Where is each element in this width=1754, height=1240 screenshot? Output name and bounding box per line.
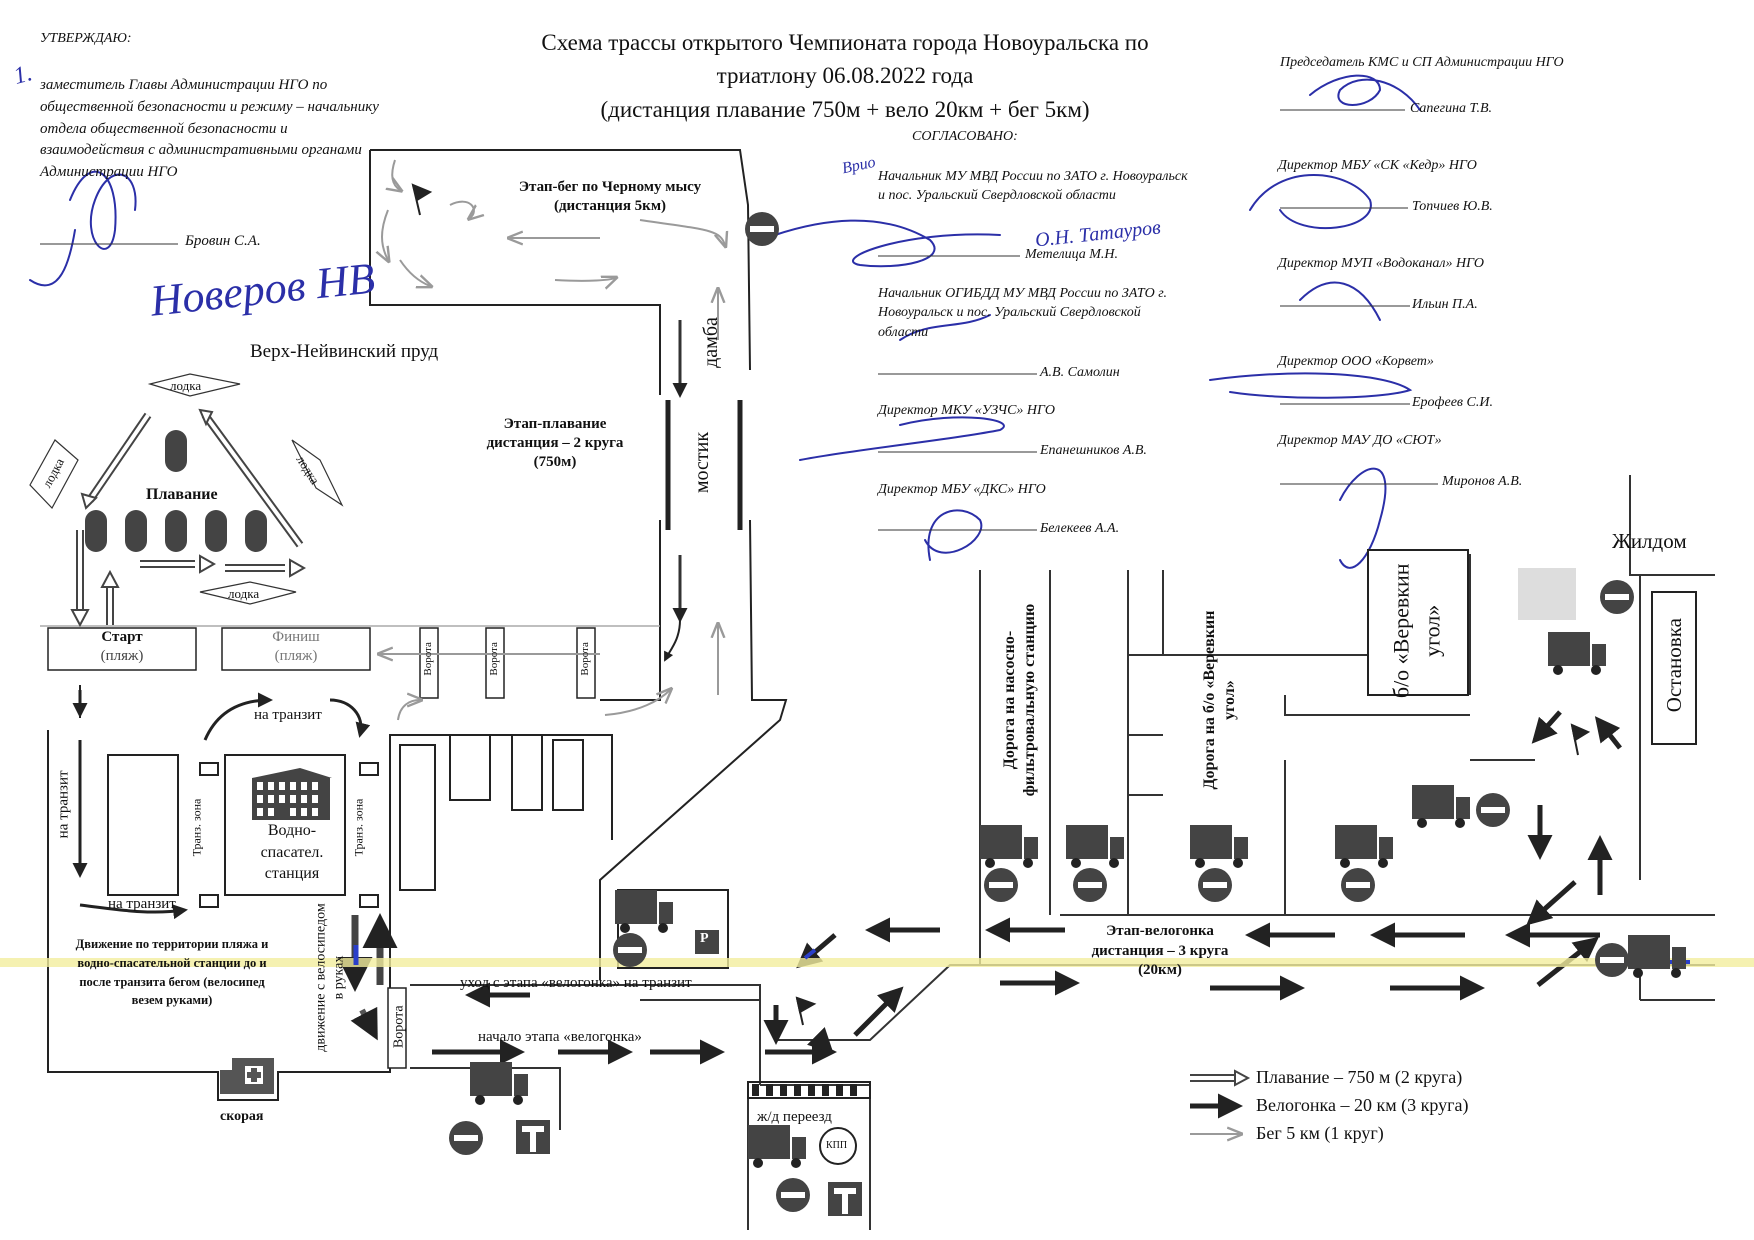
start-text: Старт	[101, 629, 143, 645]
ambulance-label: скорая	[220, 1109, 264, 1124]
to-transit-vertical: на транзит	[55, 770, 72, 839]
agreed-right-2-name: Ильин П.А.	[1412, 297, 1478, 312]
bridge-label: мостик	[691, 431, 714, 494]
start-label: Старт (пляж)	[48, 628, 196, 666]
finish-sub-text: (пляж)	[274, 647, 318, 664]
finish-text: Финиш	[272, 629, 320, 645]
start-box	[47, 627, 197, 671]
road-base-label: Дорога на б/о «Веревкин угол»	[1201, 610, 1238, 790]
start-sub-text: (пляж)	[100, 647, 144, 664]
bike-stage-distance: дистанция – 3 круга	[1091, 942, 1229, 959]
approve-position: заместитель Главы Администрации НГО по о…	[40, 77, 379, 180]
agreed-right-4-position: Директор МАУ ДО «СЮТ»	[1278, 433, 1442, 448]
agreed-right-3-position: Директор ООО «Корвет»	[1278, 354, 1434, 369]
start-bike-label: начало этапа «велогонка»	[478, 1029, 642, 1045]
swim-stage-label: Этап-плавание дистанция – 2 круга (750м)	[486, 416, 624, 470]
legend-run: Бег 5 км (1 круг)	[1256, 1123, 1384, 1143]
agreed-right-1-name: Топчиев Ю.В.	[1412, 199, 1493, 214]
agreed-right-4-name: Миронов А.В.	[1442, 474, 1523, 489]
gate-4: Ворота	[391, 1005, 407, 1049]
building-icon	[252, 768, 332, 820]
agreed-right-0-name: Сапегина Т.В.	[1410, 101, 1493, 116]
title-text: Схема трассы открытого Чемпионата города…	[541, 30, 1149, 89]
agreed-left-0-position: Начальник МУ МВД России по ЗАТО г. Новоу…	[878, 169, 1188, 204]
with-bike-label: движение с велосипедом в руках	[313, 903, 347, 1052]
agreed-left-0-name: Метелица М.Н.	[1025, 247, 1119, 262]
finish-box	[221, 627, 371, 671]
transit-zone-right: Транз. зона	[351, 798, 366, 857]
rail-crossing-label: ж/д переезд	[757, 1109, 832, 1125]
boat-top-label: лодка	[170, 378, 202, 393]
checkpoint-label: КПП	[826, 1140, 848, 1151]
rescue-station-label: Водно-спасател. станция	[260, 822, 324, 883]
run-stage-label: Этап-бег по Черному мысу (дистанция 5км)	[518, 179, 702, 214]
approve-label: УТВЕРЖДАЮ:	[40, 31, 132, 46]
subtitle-text: (дистанция плавание 750м + вело 20км + б…	[600, 96, 1090, 122]
gate-2: Ворота	[487, 642, 500, 676]
boat-bottom-label: лодка	[228, 586, 260, 601]
page-title: Схема трассы открытого Чемпионата города…	[520, 26, 1170, 126]
to-transit-bottom: на транзит	[108, 896, 176, 912]
pond-label: Верх-Нейвинский пруд	[250, 341, 439, 362]
bike-stage-label: Этап-велогонка дистанция – 3 круга (20км…	[1055, 922, 1265, 981]
stop-label: Остановка	[1661, 618, 1686, 713]
ambulance-icon	[220, 1058, 274, 1094]
agreed-left-3-name: Белекеев А.А.	[1040, 521, 1120, 536]
agreed-right-2-position: Директор МУП «Водоканал» НГО	[1278, 256, 1484, 271]
exit-bike-label: уход с этапа «велогонка» на транзит	[460, 975, 692, 991]
legend-bike: Велогонка – 20 км (3 круга)	[1256, 1095, 1469, 1115]
agreed-left-1-position: Начальник ОГИБДД МУ МВД России по ЗАТО г…	[878, 286, 1168, 340]
housing-label: Жилдом	[1612, 529, 1687, 553]
bike-stage-title: Этап-велогонка	[1106, 923, 1214, 939]
railway	[747, 1081, 871, 1099]
finish-label: Финиш (пляж)	[222, 628, 370, 666]
stop-box	[1651, 591, 1697, 745]
base-label: б/о «Веревкин угол»	[1388, 563, 1445, 699]
gate-1: Ворота	[421, 642, 434, 676]
agreed-right-1-position: Директор МБУ «СК «Кедр» НГО	[1278, 158, 1477, 173]
approve-name: Бровин С.А.	[185, 233, 261, 249]
swim-label: Плавание	[146, 486, 218, 503]
to-transit-top: на транзит	[254, 707, 322, 723]
dam-label: дамба	[699, 317, 722, 368]
territory-note: Движение по территории пляжа и водно-спа…	[75, 937, 269, 1008]
signature-strokes	[29, 74, 1421, 569]
legend-swim: Плавание – 750 м (2 круга)	[1256, 1067, 1463, 1087]
agreed-right-0-position: Председатель КМС и СП Администрации НГО	[1280, 55, 1564, 70]
parking-sign: P	[700, 931, 709, 946]
base-box	[1367, 549, 1469, 696]
bike-stage-km: (20км)	[1138, 962, 1182, 978]
agreed-label: СОГЛАСОВАНО:	[912, 129, 1018, 144]
transit-zone-left: Транз. зона	[189, 798, 204, 857]
road-filter-label: Дорога на насосно-фильтровальную станцию	[1001, 603, 1038, 797]
agreed-left-2-position: Директор МКУ «УЗЧС» НГО	[878, 403, 1055, 418]
agreed-left-1-name: А.В. Самолин	[1040, 365, 1120, 380]
gate-3: Ворота	[578, 642, 591, 676]
agreed-right-3-name: Ерофеев С.И.	[1412, 395, 1493, 410]
agreed-left-2-name: Епанешников А.В.	[1040, 443, 1147, 458]
agreed-left-3-position: Директор МБУ «ДКС» НГО	[878, 482, 1046, 497]
